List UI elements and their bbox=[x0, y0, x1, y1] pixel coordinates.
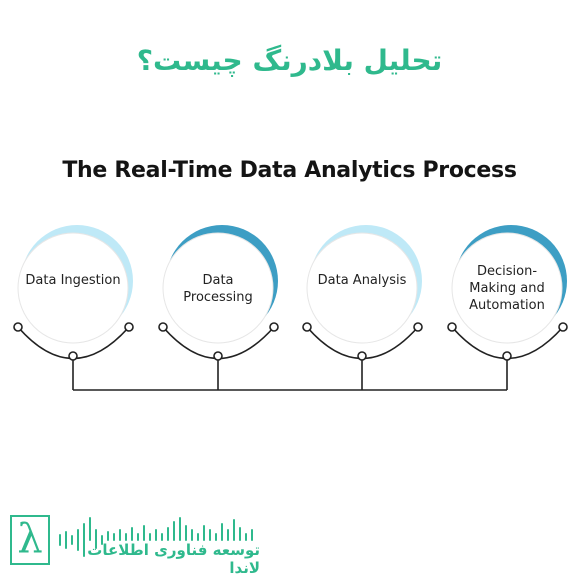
stage-4-node bbox=[447, 225, 568, 361]
diagram-title: The Real-Time Data Analytics Process bbox=[62, 158, 517, 183]
stage-1-node bbox=[13, 225, 134, 361]
connector-bus bbox=[72, 360, 508, 391]
lambda-logo: λ bbox=[10, 515, 50, 565]
stage-label-4: Decision-Making and Automation bbox=[469, 264, 545, 313]
stage-3-node bbox=[302, 225, 423, 361]
stage-label-1: Data Ingestion bbox=[25, 273, 121, 288]
stage-label-3: Data Analysis bbox=[317, 273, 407, 288]
company-name: توسعه فناوری اطلاعات لاندا bbox=[87, 541, 260, 577]
stage-label-2: Data Processing bbox=[183, 273, 253, 305]
stage-2-node bbox=[158, 225, 279, 361]
soundwave-icon bbox=[59, 517, 253, 557]
persian-title: تحلیل بلادرنگ چیست؟ bbox=[136, 44, 443, 77]
footer: λ توسعه فناوری اطلاعات لاندا bbox=[0, 505, 579, 579]
